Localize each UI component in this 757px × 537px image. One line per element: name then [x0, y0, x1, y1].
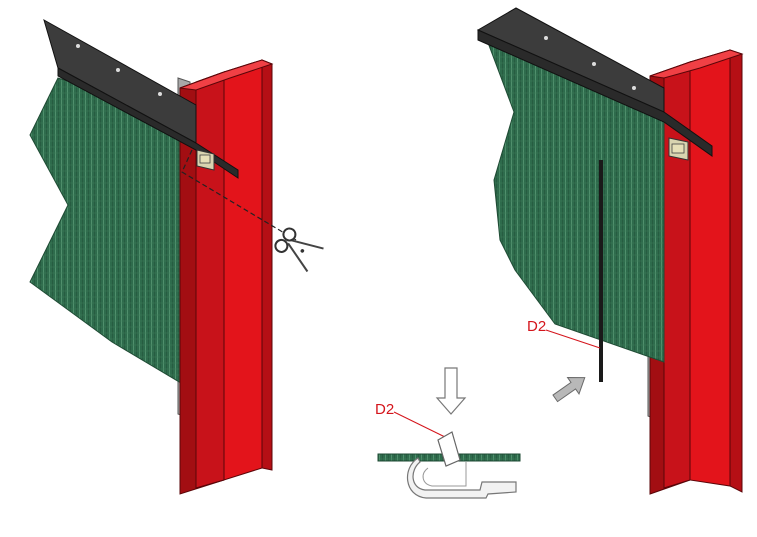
right-bracket-hole-2: [592, 62, 596, 66]
right-bracket-hole-1: [544, 36, 548, 40]
left-beam-top: [179, 59, 274, 91]
d2-section-label: D2: [375, 401, 394, 418]
right-assembly: D2: [476, 7, 744, 495]
left-bracket-hole-2: [116, 68, 120, 72]
arrow-diagonal-icon: [552, 377, 586, 403]
right-mesh-panel: [483, 31, 665, 363]
left-bracket-lip: [57, 67, 239, 179]
left-beam-edge: [261, 59, 273, 471]
right-clamp: [668, 137, 689, 161]
right-beam-front: [689, 49, 731, 487]
arrow-down-icon: [435, 367, 467, 415]
left-bracket-hole-1: [76, 44, 80, 48]
section-profile: [406, 457, 517, 499]
right-bracket-hole-3: [632, 86, 636, 90]
right-beam-edge: [729, 49, 743, 493]
left-bracket-hole-3: [158, 92, 162, 96]
section-profile-inner: [422, 462, 467, 487]
left-assembly: [29, 18, 324, 495]
cut-line: [181, 149, 297, 241]
section-rod: [437, 431, 461, 467]
d2-rod-label: D2: [527, 318, 546, 335]
section-detail: D2: [375, 367, 521, 499]
left-beam-flange-inner: [195, 71, 225, 489]
d2-rod-leader: [545, 329, 601, 349]
left-clamp: [196, 149, 215, 171]
right-bracket-lip: [477, 29, 713, 157]
scissors-icon: [274, 227, 324, 273]
left-beam-front: [223, 59, 263, 481]
d2-section-leader: [393, 411, 446, 438]
right-beam-top: [649, 49, 744, 79]
